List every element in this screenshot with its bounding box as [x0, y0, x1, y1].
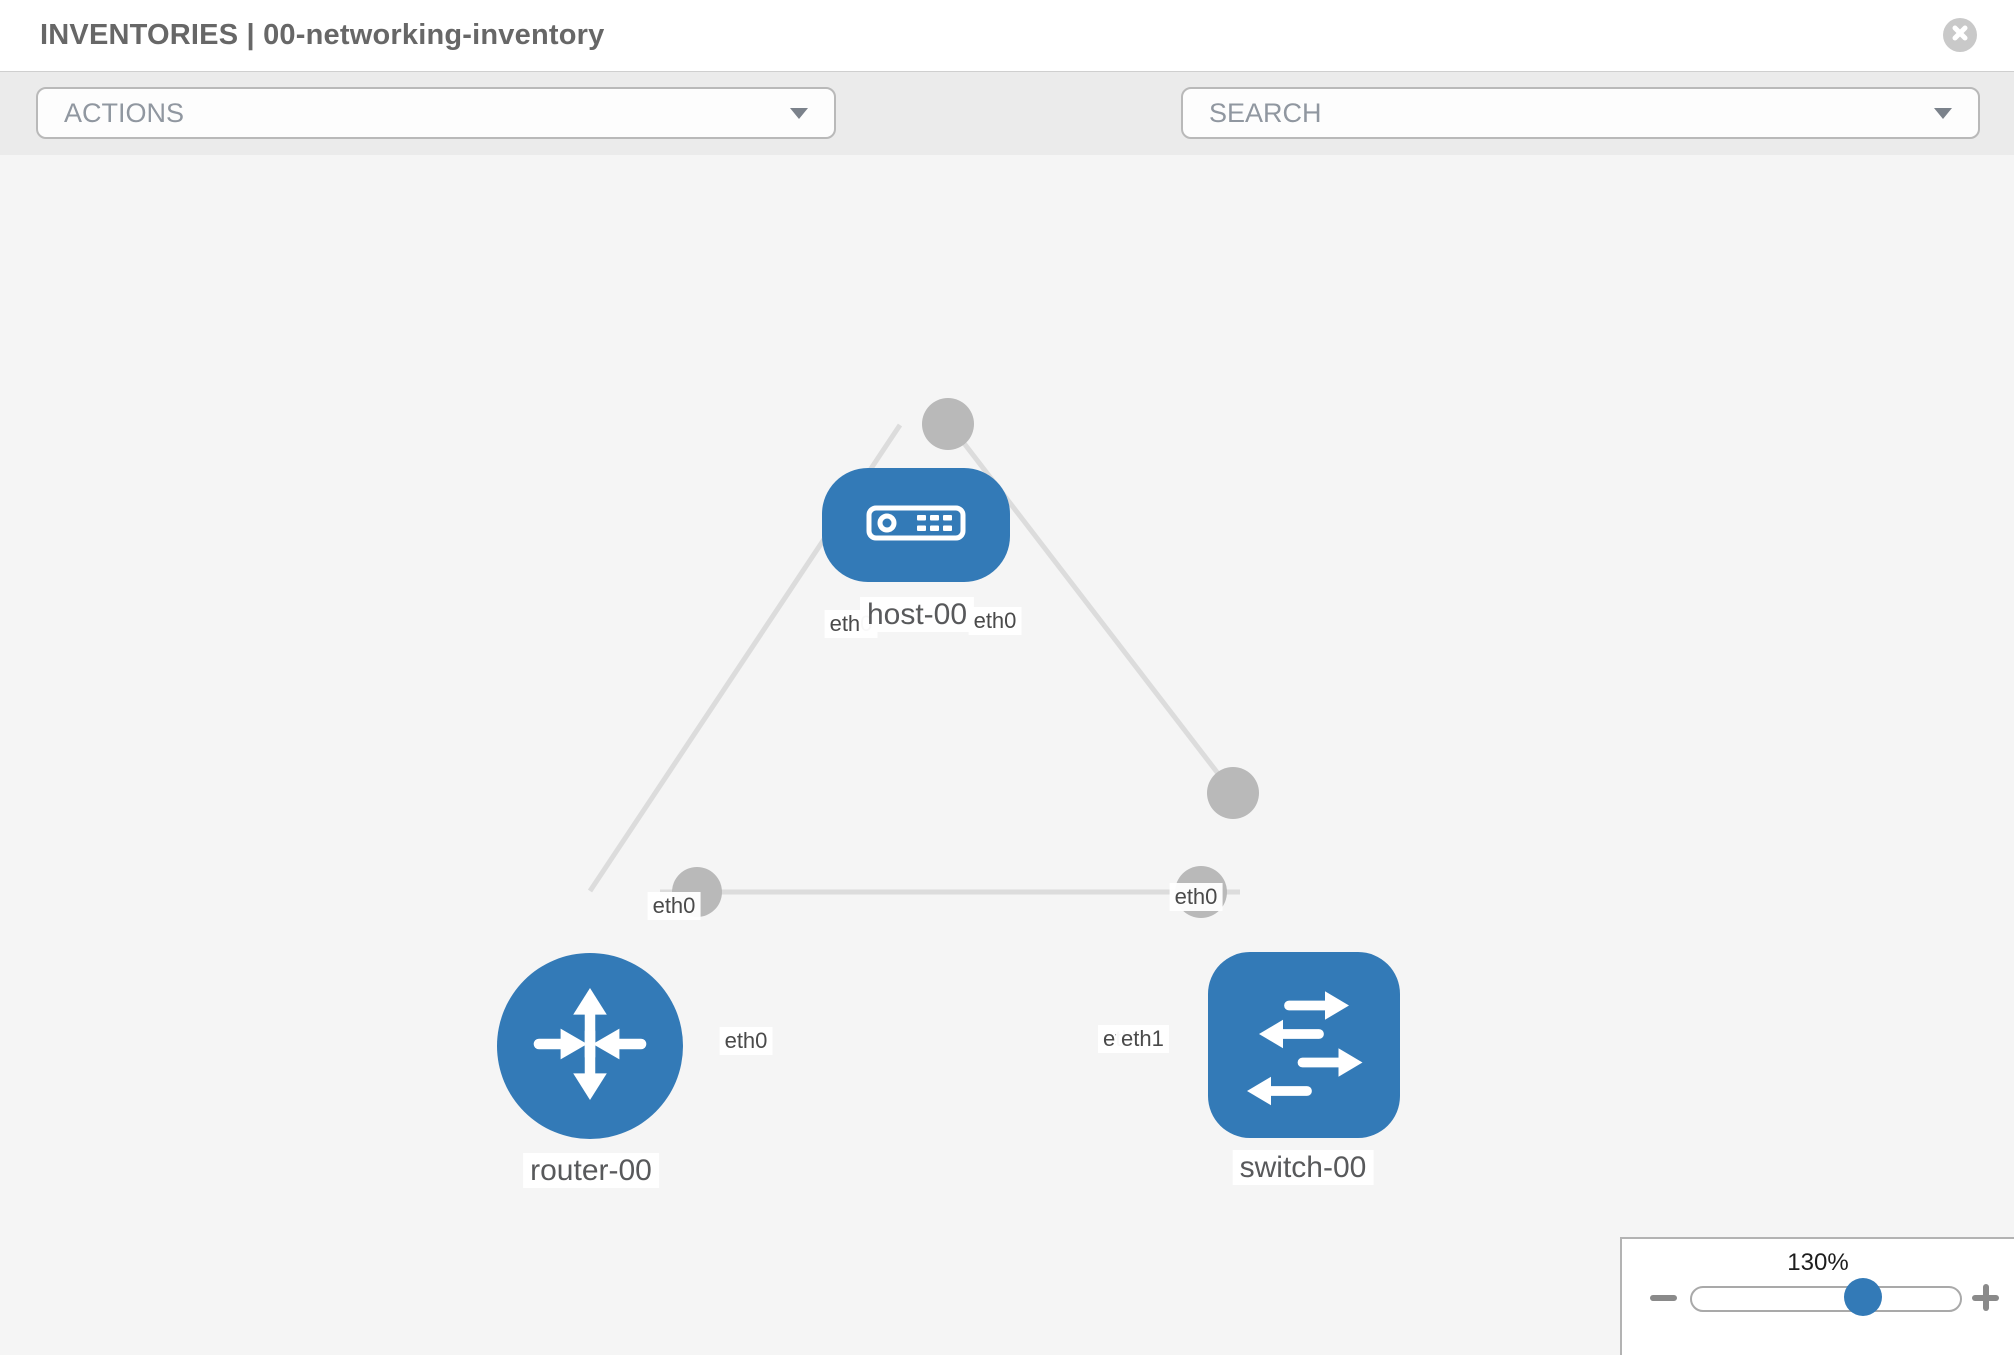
- plus-icon zoom-in-button[interactable]: [1972, 1284, 1999, 1311]
- interface-label-router: eth0: [719, 1027, 773, 1056]
- search-dropdown[interactable]: SEARCH: [1181, 87, 1980, 139]
- toolbar: ACTIONS SEARCH: [0, 72, 2014, 205]
- zoom-panel: 130%: [1620, 1237, 2014, 1355]
- switch-arrows-icon: [1229, 968, 1379, 1123]
- server-icon: [866, 504, 966, 547]
- close-button[interactable]: [1943, 18, 1977, 52]
- chevron-down-icon: [1934, 107, 1952, 119]
- topology-canvas[interactable]: host-00 router-00 switch-00 eth0 eth0 et…: [0, 155, 2014, 1355]
- node-label-router: router-00: [523, 1153, 659, 1188]
- interface-label-link-switch: eth0: [1169, 883, 1223, 912]
- search-placeholder: SEARCH: [1209, 97, 1322, 128]
- header-bar: INVENTORIES | 00-networking-inventory: [0, 0, 2014, 72]
- node-router-00[interactable]: [497, 953, 683, 1139]
- close-icon: [1951, 24, 1969, 47]
- node-label-switch: switch-00: [1232, 1150, 1374, 1185]
- interface-label-link-router: eth0: [647, 892, 701, 921]
- minus-icon zoom-out-button[interactable]: [1650, 1295, 1677, 1301]
- actions-dropdown-label: ACTIONS: [64, 97, 185, 128]
- links-layer: [587, 398, 1259, 918]
- node-label-host: host-00: [859, 597, 975, 632]
- page-title: INVENTORIES | 00-networking-inventory: [40, 19, 605, 51]
- interface-dot-host[interactable]: [922, 398, 974, 450]
- node-switch-00[interactable]: [1208, 952, 1400, 1138]
- zoom-slider-track[interactable]: [1690, 1286, 1962, 1312]
- actions-dropdown[interactable]: ACTIONS: [36, 87, 836, 139]
- router-arrows-icon: [520, 974, 660, 1119]
- node-host-00[interactable]: [822, 468, 1010, 582]
- chevron-down-icon: [790, 107, 808, 119]
- interface-label-switch-eth1: eth1: [1116, 1025, 1169, 1054]
- zoom-level-value: 130%: [1787, 1249, 1849, 1276]
- interface-dot-switch-top[interactable]: [1207, 767, 1259, 819]
- interface-label-host-right: eth0: [968, 607, 1022, 636]
- zoom-slider-thumb[interactable]: [1844, 1278, 1882, 1316]
